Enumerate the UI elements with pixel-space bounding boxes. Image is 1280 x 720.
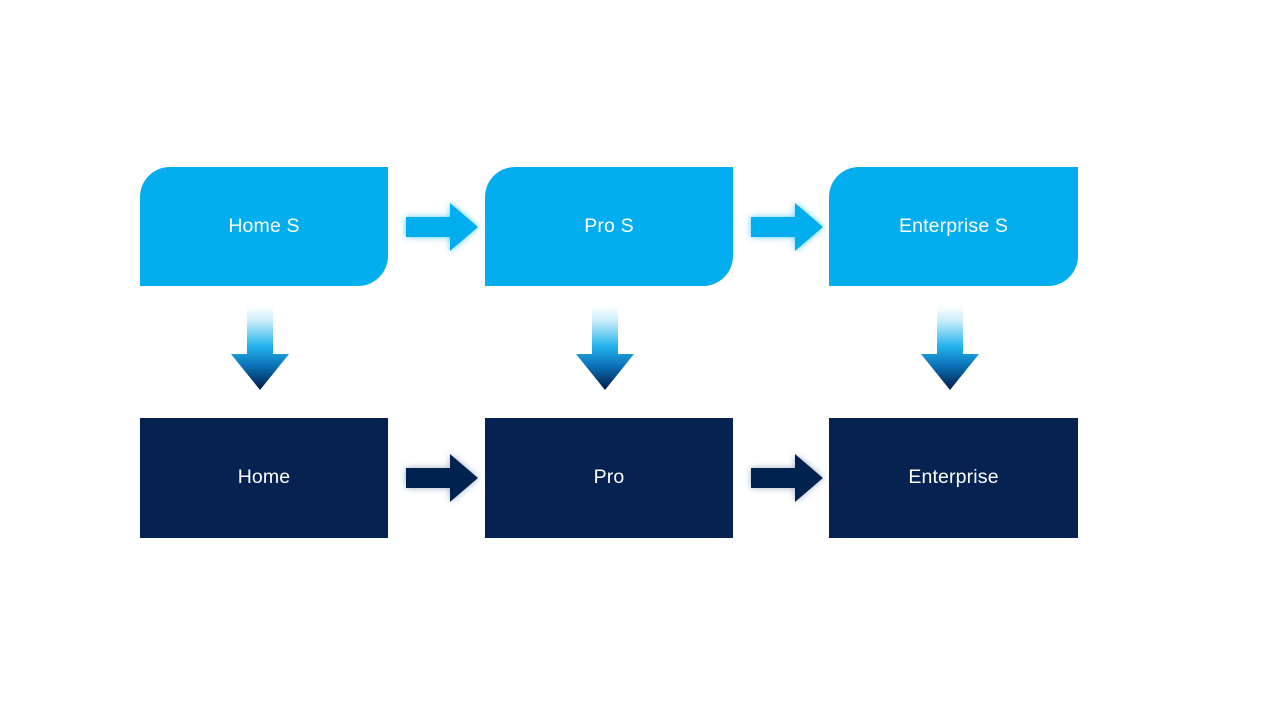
service-box-enterprise[interactable]: Enterprise S xyxy=(829,167,1078,286)
service-box-pro-label: Pro S xyxy=(584,214,634,237)
tier-box-pro[interactable]: Pro xyxy=(485,418,733,538)
down-arrow-icon-home xyxy=(229,306,291,392)
tier-box-pro-label: Pro xyxy=(593,466,625,489)
tier-box-home-label: Home xyxy=(237,466,291,489)
right-arrow-icon-pro-tier-to-enterprise-tier xyxy=(749,450,825,506)
tier-box-enterprise-label: Enterprise xyxy=(908,466,999,489)
service-box-enterprise-label: Enterprise S xyxy=(898,214,1009,237)
service-box-home-label: Home S xyxy=(228,214,300,237)
down-arrow-icon-enterprise xyxy=(919,306,981,392)
service-box-home[interactable]: Home S xyxy=(140,167,388,286)
right-arrow-icon-pro-to-enterprise xyxy=(749,199,825,255)
tier-box-enterprise[interactable]: Enterprise xyxy=(829,418,1078,538)
right-arrow-icon-home-to-pro xyxy=(404,199,480,255)
right-arrow-icon-home-tier-to-pro-tier xyxy=(404,450,480,506)
down-arrow-icon-pro xyxy=(574,306,636,392)
service-box-pro[interactable]: Pro S xyxy=(485,167,733,286)
tier-box-home[interactable]: Home xyxy=(140,418,388,538)
